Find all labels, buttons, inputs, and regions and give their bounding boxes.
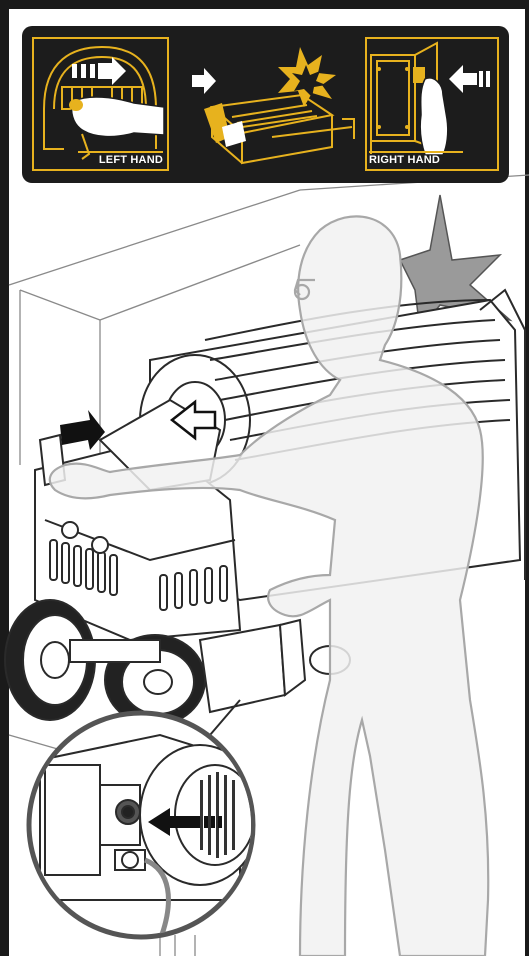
right-hand-switch-icon [367, 39, 497, 169]
right-hand-label: RIGHT HAND [369, 151, 463, 166]
motor-switch-detail [29, 713, 260, 940]
left-hand-grip-icon [34, 39, 167, 169]
instruction-banner: LEFT HAND [22, 26, 509, 183]
machine-impact-panel [182, 37, 360, 171]
left-hand-label: LEFT HAND [78, 151, 163, 166]
machine-impact-icon [182, 37, 360, 171]
right-hand-panel: RIGHT HAND [365, 37, 499, 171]
left-hand-panel: LEFT HAND [32, 37, 169, 171]
